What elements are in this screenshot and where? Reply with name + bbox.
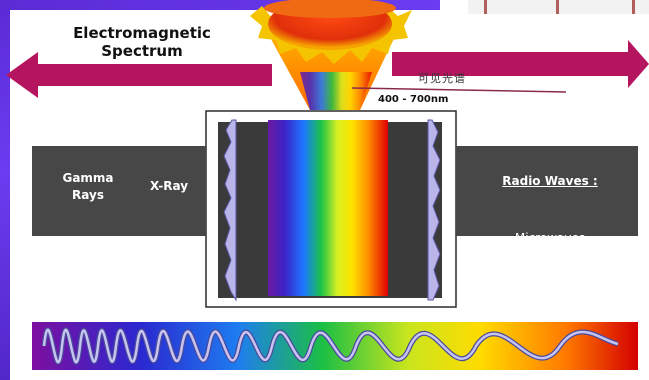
radio-waves-heading: Radio Waves : [502,174,598,188]
band-right [456,146,638,236]
radio-item-microwaves: Microwaves [514,231,586,245]
right-arrow [392,40,649,88]
xray-label: X-Ray [150,179,189,193]
left-arrow [6,52,272,98]
diagram-title: Electromagnetic Spectrum [73,24,211,60]
corner-swatch [468,0,649,14]
sun-icon [250,0,412,64]
band-left [32,146,206,236]
visible-spectrum-bar [268,120,388,296]
radio-item-television: Television [520,265,580,279]
torn-paper-edge-right [427,119,441,301]
left-frame-strip [0,0,10,380]
radio-item-radio: Radio [533,299,567,313]
beam-spectrum [300,72,372,110]
top-frame-strip [0,0,440,10]
visible-label-underline [351,87,567,93]
visible-range-label: 400 - 700nm [378,94,449,105]
radio-waves-group: Radio Waves : Microwaves Television Radi… [470,156,630,332]
visible-spectrum-label: 可见光谱 [418,72,466,85]
torn-paper-edge-icon [223,119,237,302]
gamma-rays-label: Gamma Rays [62,171,114,202]
